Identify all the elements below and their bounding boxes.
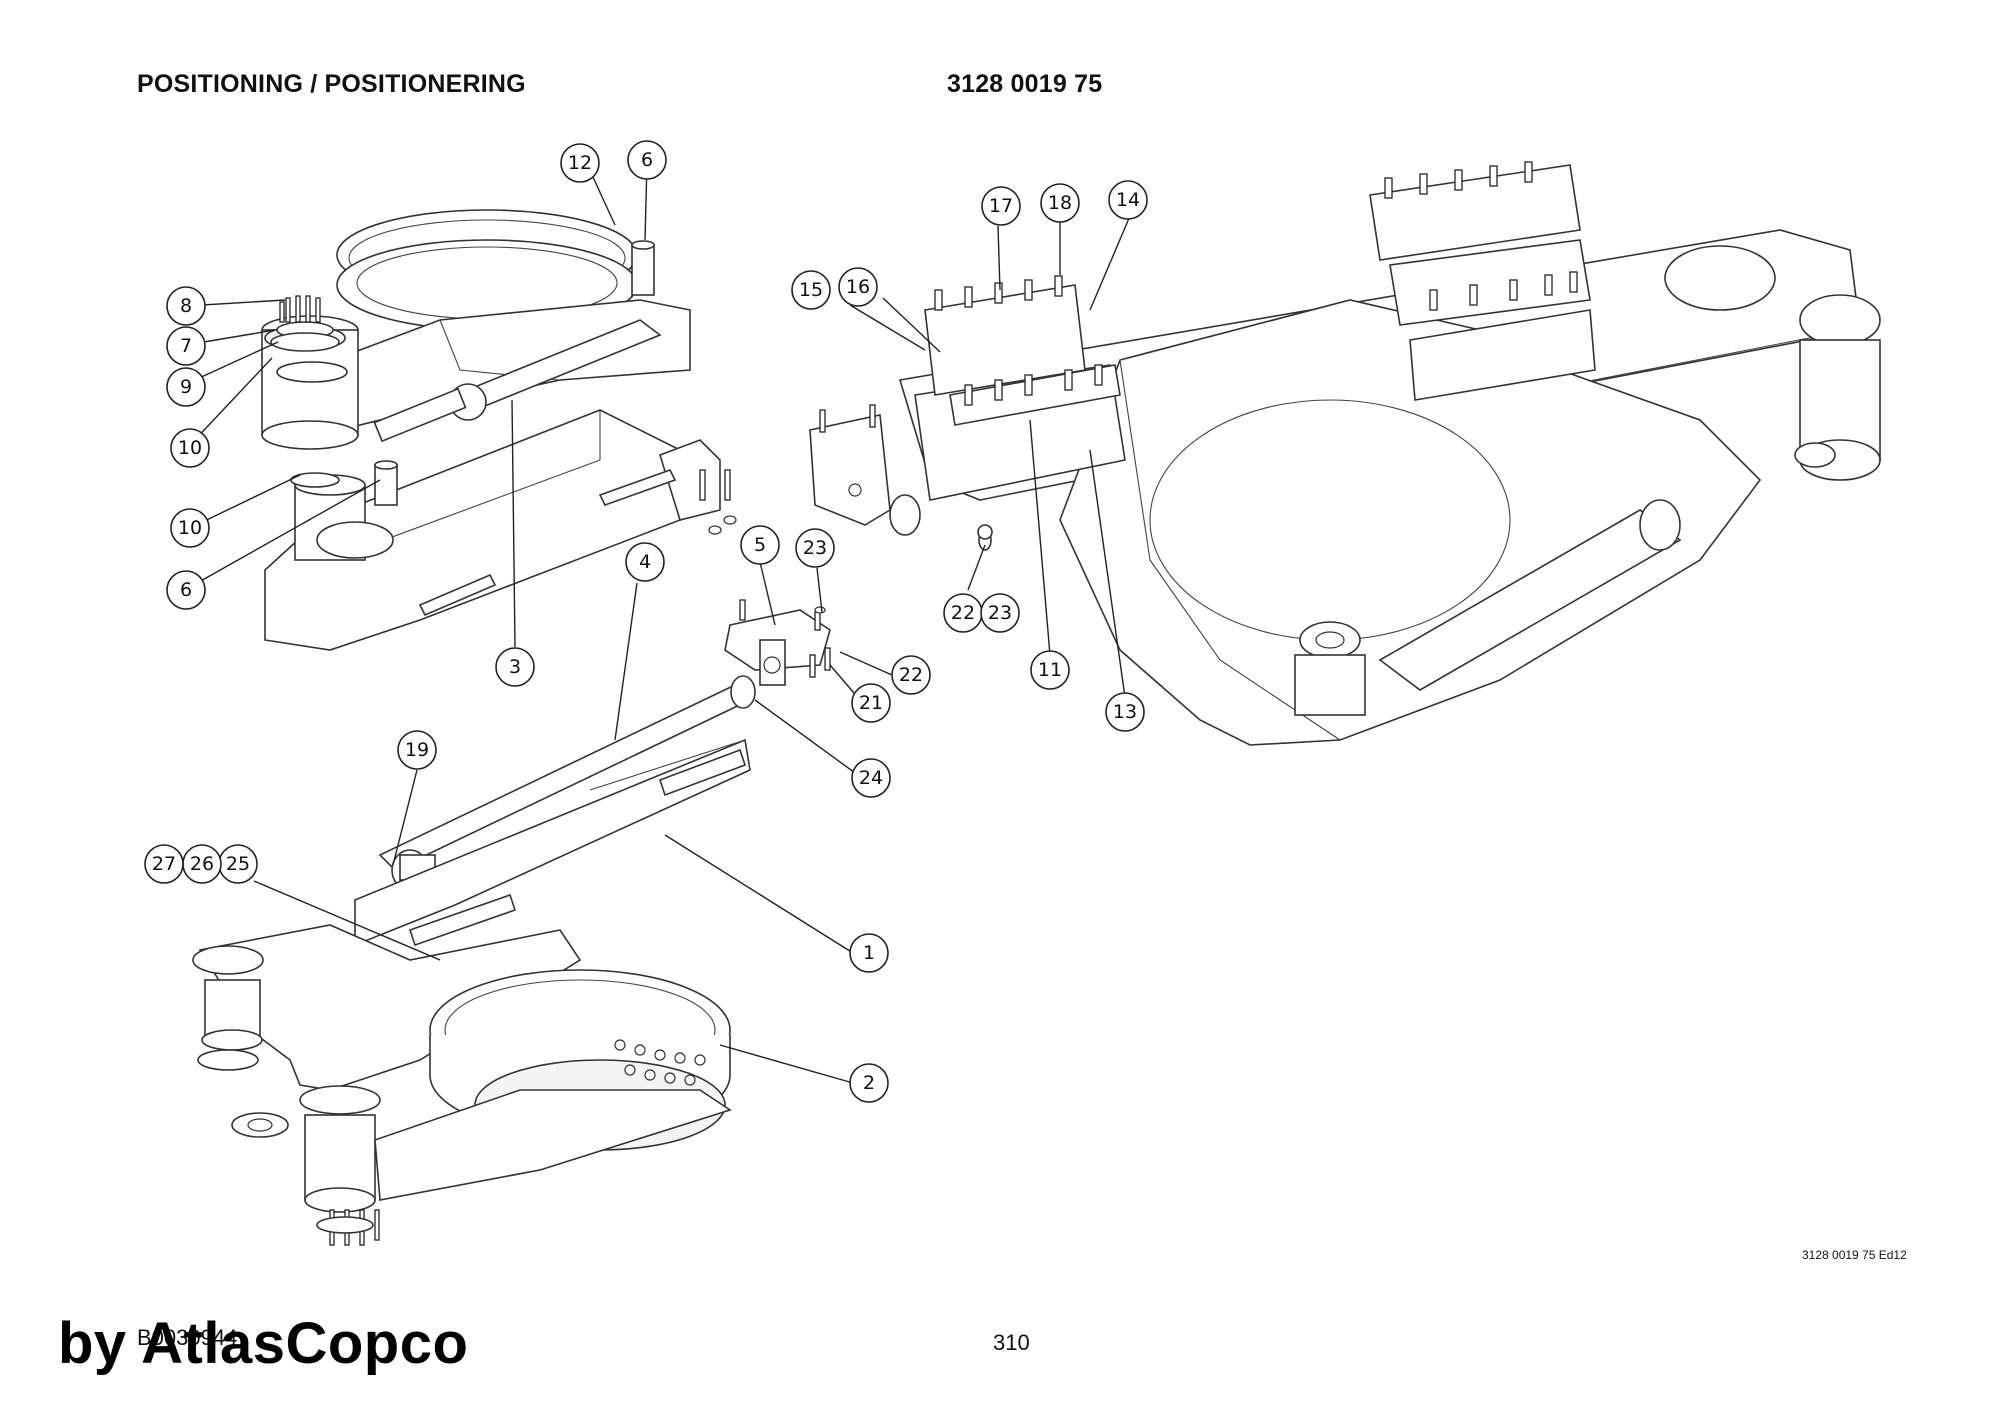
svg-text:15: 15 xyxy=(799,279,823,301)
callout-27: 27 xyxy=(144,844,184,884)
upper-left-assembly xyxy=(261,209,737,651)
callout-21: 21 xyxy=(851,683,891,723)
callout-25: 25 xyxy=(218,844,258,884)
svg-text:27: 27 xyxy=(152,853,176,875)
callout-23-bracket: 23 xyxy=(795,528,835,568)
bracket-assembly xyxy=(724,599,831,686)
svg-text:23: 23 xyxy=(803,537,827,559)
svg-text:23: 23 xyxy=(988,602,1012,624)
callout-5: 5 xyxy=(740,525,780,565)
callout-8: 8 xyxy=(166,286,206,326)
part-number: 3128 0019 75 xyxy=(947,70,1103,98)
svg-text:16: 16 xyxy=(846,276,870,298)
svg-text:17: 17 xyxy=(989,195,1013,217)
callout-19: 19 xyxy=(397,730,437,770)
callout-18: 18 xyxy=(1040,183,1080,223)
callout-1: 1 xyxy=(849,933,889,973)
svg-text:6: 6 xyxy=(641,149,653,171)
edition-label: 3128 0019 75 Ed12 xyxy=(1802,1248,1907,1262)
svg-text:6: 6 xyxy=(180,579,192,601)
callout-14: 14 xyxy=(1108,180,1148,220)
callout-12: 12 xyxy=(560,143,600,183)
svg-text:1: 1 xyxy=(863,942,875,964)
svg-text:21: 21 xyxy=(859,692,883,714)
svg-text:18: 18 xyxy=(1048,192,1072,214)
svg-text:7: 7 xyxy=(180,335,192,357)
callout-22-right: 22 xyxy=(943,593,983,633)
svg-text:10: 10 xyxy=(178,437,202,459)
svg-text:19: 19 xyxy=(405,739,429,761)
svg-text:24: 24 xyxy=(859,767,883,789)
callout-13: 13 xyxy=(1105,692,1145,732)
callout-10-lower: 10 xyxy=(170,508,210,548)
callout-15: 15 xyxy=(791,270,831,310)
callout-6-lower: 6 xyxy=(166,570,206,610)
document-id: B0030944 xyxy=(137,1325,238,1350)
callout-7: 7 xyxy=(166,326,206,366)
callout-23-right: 23 xyxy=(980,593,1020,633)
callout-16: 16 xyxy=(838,267,878,307)
callout-11: 11 xyxy=(1030,650,1070,690)
svg-text:10: 10 xyxy=(178,517,202,539)
svg-text:3: 3 xyxy=(509,656,521,678)
svg-text:22: 22 xyxy=(951,602,975,624)
callout-24: 24 xyxy=(851,758,891,798)
callout-9: 9 xyxy=(166,367,206,407)
callout-17: 17 xyxy=(981,186,1021,226)
page-number: 310 xyxy=(993,1330,1030,1355)
svg-text:13: 13 xyxy=(1113,701,1137,723)
watermark: by AtlasCopco xyxy=(58,1311,469,1376)
lower-left-assembly xyxy=(192,675,756,1246)
svg-text:9: 9 xyxy=(180,376,192,398)
svg-text:25: 25 xyxy=(226,853,250,875)
callout-6-upper: 6 xyxy=(627,140,667,180)
leader-lines xyxy=(185,161,1131,1084)
right-assembly xyxy=(809,161,1881,746)
svg-text:11: 11 xyxy=(1038,659,1062,681)
svg-text:12: 12 xyxy=(568,152,592,174)
callout-22-bracket: 22 xyxy=(891,655,931,695)
svg-text:26: 26 xyxy=(190,853,214,875)
callout-10-upper: 10 xyxy=(170,428,210,468)
svg-text:22: 22 xyxy=(899,664,923,686)
callout-4: 4 xyxy=(625,542,665,582)
svg-text:8: 8 xyxy=(180,295,192,317)
callout-3: 3 xyxy=(495,647,535,687)
svg-text:2: 2 xyxy=(863,1072,875,1094)
svg-text:14: 14 xyxy=(1116,189,1140,211)
callout-26: 26 xyxy=(182,844,222,884)
svg-text:4: 4 xyxy=(639,551,651,573)
page-title: POSITIONING / POSITIONERING xyxy=(137,70,526,98)
callout-2: 2 xyxy=(849,1063,889,1103)
svg-text:5: 5 xyxy=(754,534,766,556)
